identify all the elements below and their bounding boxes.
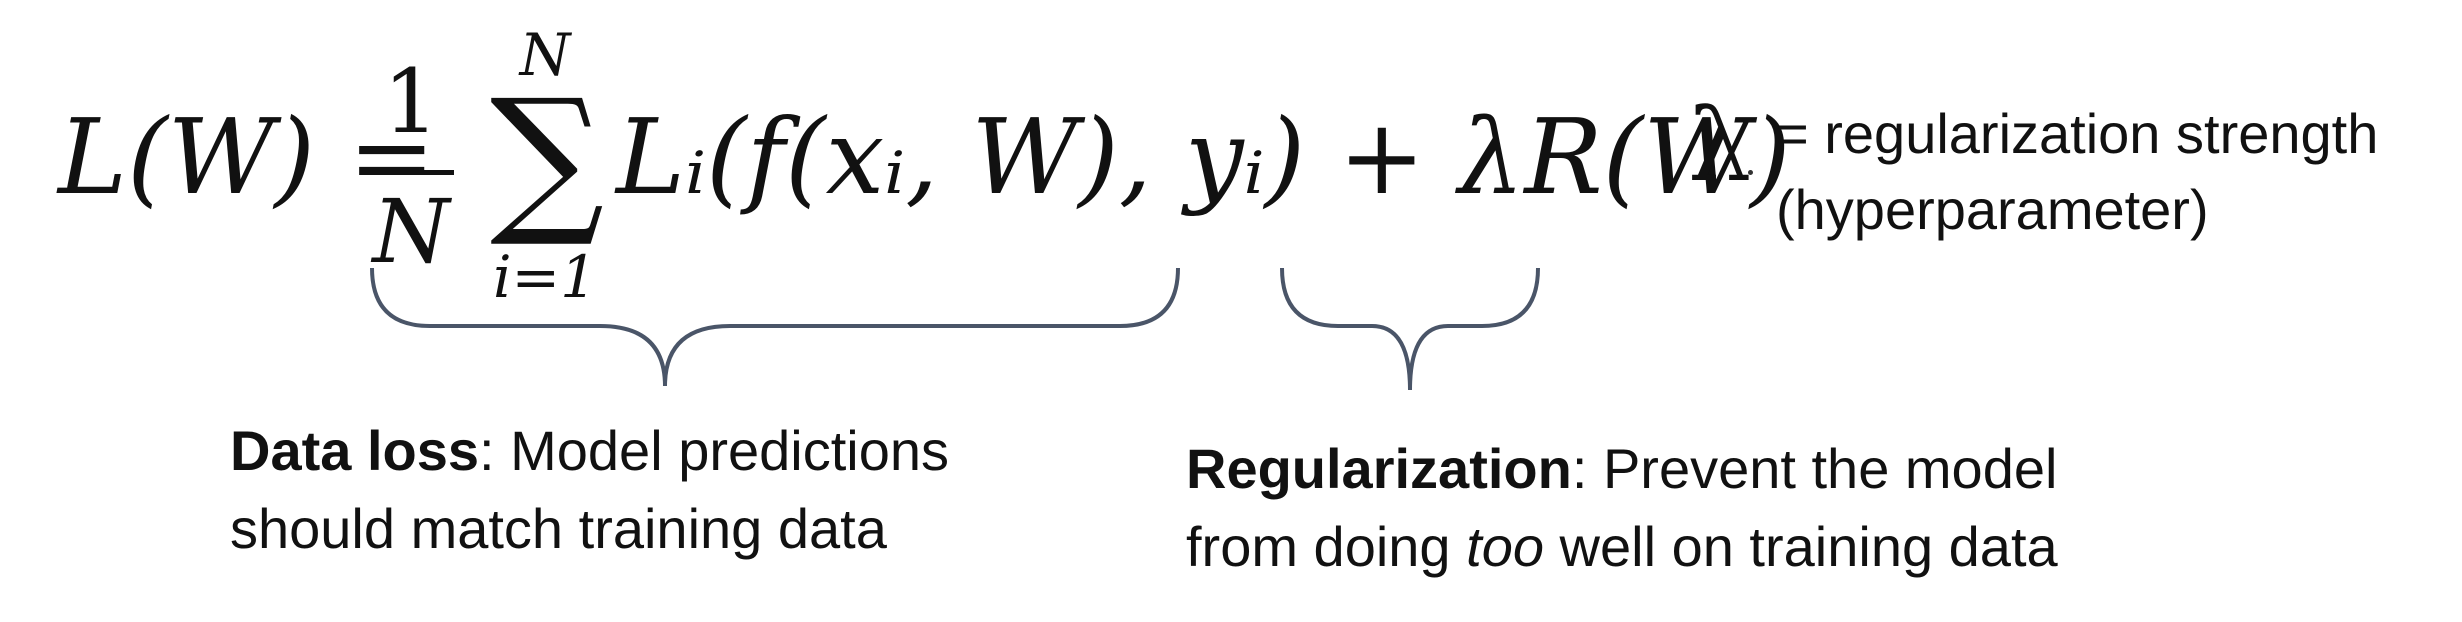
data-loss-line1-text: : Model predictions [479,419,950,482]
equation-rhs: Lᵢ(f(xᵢ, W), yᵢ) + λR(W) [616,105,1791,209]
fraction-bar [370,170,454,175]
data-loss-caption: Data loss: Model predictions should matc… [230,412,949,568]
data-loss-brace [370,267,1180,387]
regularization-brace [1280,267,1540,391]
equation-lhs: L(W) = [58,105,435,209]
data-loss-title: Data loss [230,419,479,482]
regularization-term: λR(W) [1458,96,1791,218]
lhs-term: L(W) [58,96,316,218]
data-loss-term: Lᵢ(f(xᵢ, W), yᵢ) [616,96,1306,218]
sum-lower-limit: i=1 [492,243,598,311]
lambda-symbol: λ [1688,87,1752,204]
sum-upper-limit: N [519,21,571,89]
regularization-line1-text: : Prevent the model [1571,437,2058,500]
regularization-caption: Regularization: Prevent the model from d… [1186,430,2058,586]
regularization-line1: Regularization: Prevent the model [1186,430,2058,508]
plus-sign: + [1338,96,1426,218]
data-loss-line2: should match training data [230,497,887,560]
equals-sign: = [348,96,436,218]
fraction-denominator: N [372,180,450,283]
regularization-line2-start: from doing [1186,515,1467,578]
regularization-line2-end: well on training data [1544,515,2058,578]
data-loss-line1: Data loss: Model predictions [230,412,949,490]
lambda-note-line1: = regularization strength [1776,102,2379,165]
regularization-emphasis: too [1466,515,1544,578]
lambda-note: = regularization strength (hyperparamete… [1776,96,2378,248]
regularization-line2: from doing too well on training data [1186,508,2058,586]
sigma-symbol: ∑ [490,64,605,251]
lambda-dot [1748,170,1753,175]
regularization-title: Regularization [1186,437,1572,500]
fraction-numerator: 1 [383,50,439,153]
lambda-note-line2: (hyperparameter) [1776,178,2209,241]
